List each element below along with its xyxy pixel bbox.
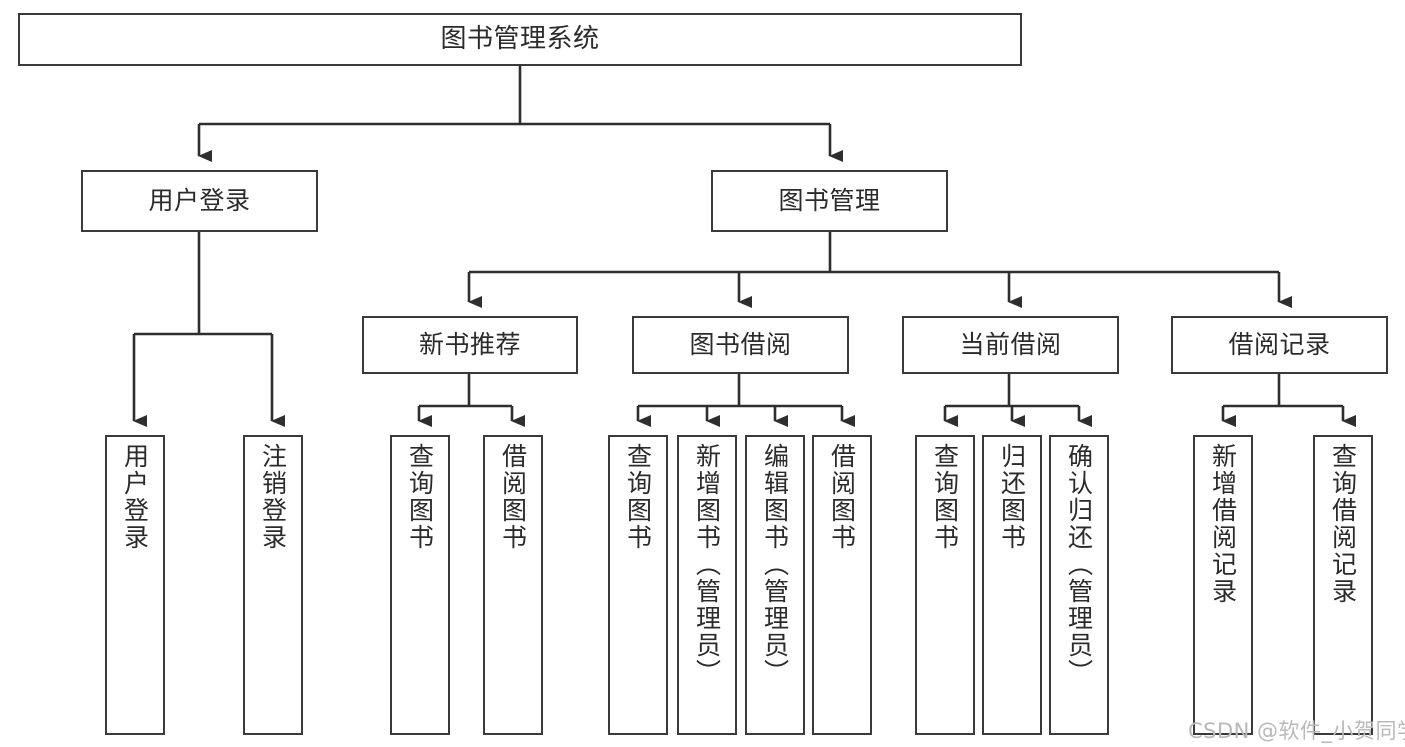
leaf-borrow-book-rec-label: 借阅图书 [498,443,528,551]
node-book-borrow-label: 图书借阅 [689,330,792,360]
leaf-edit-book[interactable]: 编辑图书（管理员） [745,435,805,735]
leaf-user-login[interactable]: 用户登录 [105,435,165,735]
leaf-add-book[interactable]: 新增图书（管理员） [677,435,737,735]
node-borrow-record[interactable]: 借阅记录 [1171,316,1388,374]
leaf-edit-book-label: 编辑图书（管理员） [760,443,790,686]
leaf-borrow-book[interactable]: 借阅图书 [812,435,872,735]
leaf-return-book-label: 归还图书 [997,443,1027,551]
node-book-manage[interactable]: 图书管理 [711,170,948,232]
leaf-confirm-return-label: 确认归还（管理员） [1064,443,1094,686]
leaf-query-book-borrow-label: 查询图书 [623,443,653,551]
leaf-add-book-label: 新增图书（管理员） [692,443,722,686]
leaf-user-logout-label: 注销登录 [258,443,288,551]
leaf-borrow-book-label: 借阅图书 [827,443,857,551]
csdn-watermark: CSDN @软件_小贺同学 [1188,719,1405,743]
leaf-query-book-current[interactable]: 查询图书 [915,435,975,735]
node-user-login[interactable]: 用户登录 [81,170,318,232]
node-book-manage-label: 图书管理 [778,186,881,216]
node-root-label: 图书管理系统 [440,24,600,55]
leaf-user-logout[interactable]: 注销登录 [243,435,303,735]
node-current-borrow-label: 当前借阅 [959,330,1062,360]
node-borrow-record-label: 借阅记录 [1228,330,1331,360]
node-book-borrow[interactable]: 图书借阅 [632,316,849,374]
leaf-query-record-label: 查询借阅记录 [1328,443,1358,605]
leaf-query-record[interactable]: 查询借阅记录 [1313,435,1373,735]
leaf-query-book-rec-label: 查询图书 [405,443,435,551]
leaf-add-record-label: 新增借阅记录 [1208,443,1238,605]
node-root[interactable]: 图书管理系统 [18,13,1022,66]
leaf-query-book-current-label: 查询图书 [930,443,960,551]
node-new-book-rec[interactable]: 新书推荐 [362,316,578,374]
leaf-return-book[interactable]: 归还图书 [982,435,1042,735]
node-current-borrow[interactable]: 当前借阅 [902,316,1119,374]
node-new-book-rec-label: 新书推荐 [418,330,521,360]
leaf-borrow-book-rec[interactable]: 借阅图书 [483,435,543,735]
leaf-query-book-rec[interactable]: 查询图书 [390,435,450,735]
leaf-confirm-return[interactable]: 确认归还（管理员） [1049,435,1109,735]
leaf-query-book-borrow[interactable]: 查询图书 [608,435,668,735]
node-user-login-label: 用户登录 [148,186,251,216]
leaf-add-record[interactable]: 新增借阅记录 [1193,435,1253,735]
leaf-user-login-label: 用户登录 [120,443,150,551]
